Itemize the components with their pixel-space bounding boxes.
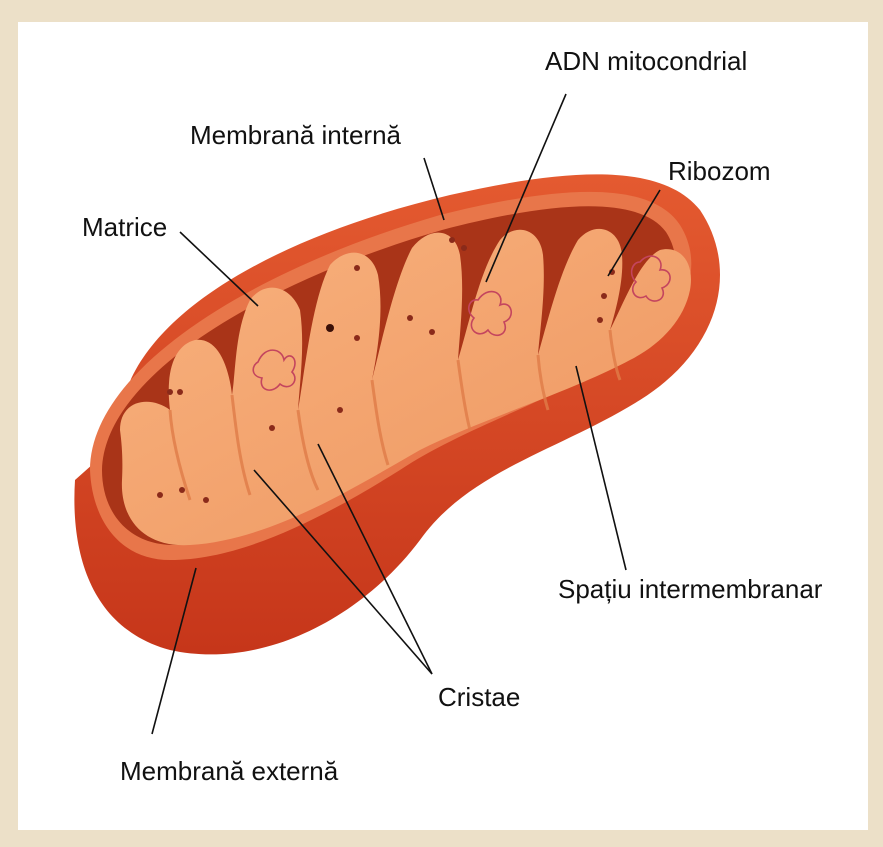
label-ribozom: Ribozom [668,156,771,186]
label-membrana-externa: Membrană externă [120,756,339,786]
label-cristae: Cristae [438,682,520,712]
diagram-frame: ADN mitocondrial Membrană internă Ribozo… [18,22,868,830]
label-adn-mitocondrial: ADN mitocondrial [545,46,747,76]
label-membrana-interna: Membrană internă [190,120,402,150]
label-matrice: Matrice [82,212,167,242]
label-spatiu-intermembranar: Spațiu intermembranar [558,574,823,604]
